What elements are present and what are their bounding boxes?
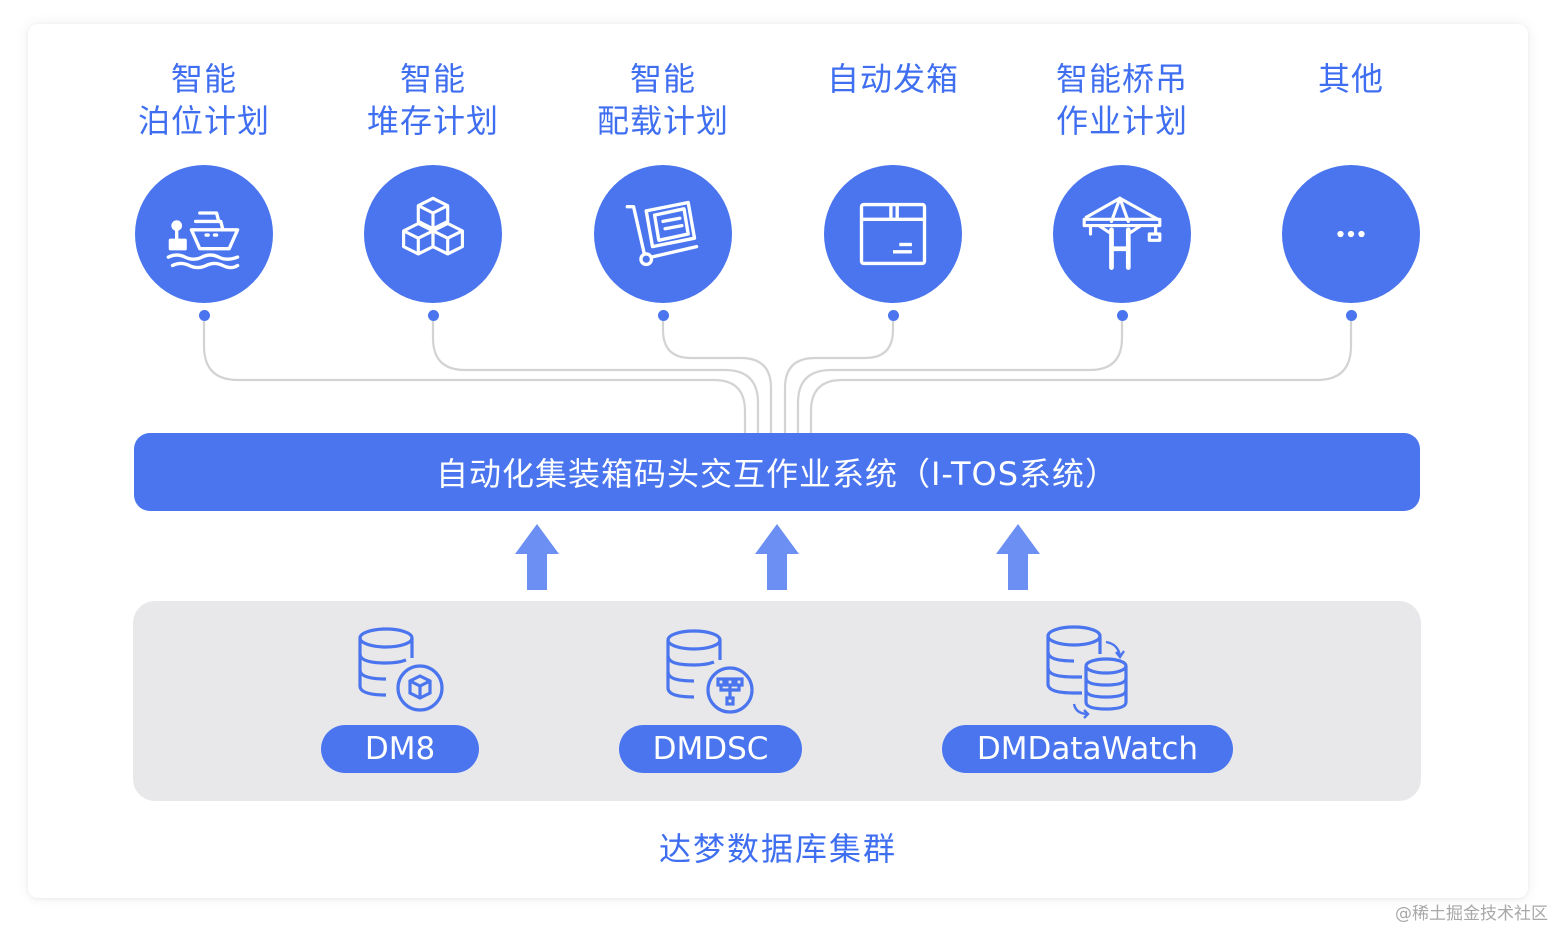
up-arrow-icon — [996, 524, 1040, 590]
connector-4 — [783, 321, 895, 433]
connector-dot — [1116, 310, 1128, 321]
connector-5 — [796, 321, 1124, 433]
app-circle-crane — [1053, 165, 1191, 303]
app-label-line1: 智能桥吊 — [1055, 60, 1188, 98]
app-label-berth: 智能 泊位计划 — [104, 58, 304, 142]
database-sync-icon — [1046, 625, 1128, 719]
cargo-cart-icon — [625, 200, 699, 267]
connector-3 — [661, 321, 773, 433]
stacked-boxes-icon — [402, 196, 464, 256]
quay-crane-icon — [1082, 196, 1162, 270]
app-circle-other — [1282, 165, 1420, 303]
itos-system-label: 自动化集装箱码头交互作业系统（I-TOS系统） — [435, 455, 1119, 493]
app-label-other: 其他 — [1251, 58, 1451, 100]
up-arrow-icon — [755, 524, 799, 590]
connector-dot — [1345, 310, 1357, 321]
connector-dot — [657, 310, 669, 321]
app-label-crane: 智能桥吊 作业计划 — [1022, 58, 1222, 142]
product-pill-dm8: DM8 — [321, 725, 479, 773]
product-name: DMDSC — [652, 731, 769, 767]
app-circle-dispatch — [824, 165, 962, 303]
app-label-line2: 作业计划 — [1055, 102, 1188, 140]
app-label-line1: 智能 — [629, 60, 696, 98]
itos-system-bar: 自动化集装箱码头交互作业系统（I-TOS系统） — [134, 433, 1420, 511]
up-arrow-icon — [515, 524, 559, 590]
app-label-stowage: 智能 配载计划 — [563, 58, 763, 142]
ellipsis-icon — [1337, 230, 1365, 238]
connector-dot — [198, 310, 210, 321]
app-circle-berth — [135, 165, 273, 303]
connector-2 — [431, 321, 760, 433]
watermark: @稀土掘金技术社区 — [1395, 904, 1548, 924]
app-circle-stowage — [594, 165, 732, 303]
product-pill-dmdatawatch: DMDataWatch — [942, 725, 1233, 773]
product-name: DMDataWatch — [976, 731, 1199, 767]
product-pill-dmdsc: DMDSC — [619, 725, 802, 773]
database-cluster-icon — [666, 629, 754, 714]
app-label-line1: 自动发箱 — [826, 60, 959, 98]
cluster-label: 达梦数据库集群 — [658, 830, 897, 868]
connector-1 — [202, 321, 747, 433]
app-label-line2: 堆存计划 — [366, 102, 499, 140]
app-label-line1: 智能 — [170, 60, 237, 98]
app-label-dispatch: 自动发箱 — [793, 58, 993, 100]
connector-dot — [427, 310, 439, 321]
app-label-line2: 泊位计划 — [137, 102, 270, 140]
ship-icon — [166, 211, 240, 270]
connector-dot — [887, 310, 899, 321]
product-name: DM8 — [364, 731, 436, 767]
app-label-line1: 其他 — [1317, 60, 1384, 98]
database-cube-icon — [358, 627, 444, 712]
container-box-icon — [859, 202, 927, 266]
app-label-line2: 配载计划 — [596, 102, 729, 140]
app-circle-yard — [364, 165, 502, 303]
app-label-yard: 智能 堆存计划 — [333, 58, 533, 142]
app-label-line1: 智能 — [399, 60, 466, 98]
connector-6 — [809, 321, 1353, 433]
